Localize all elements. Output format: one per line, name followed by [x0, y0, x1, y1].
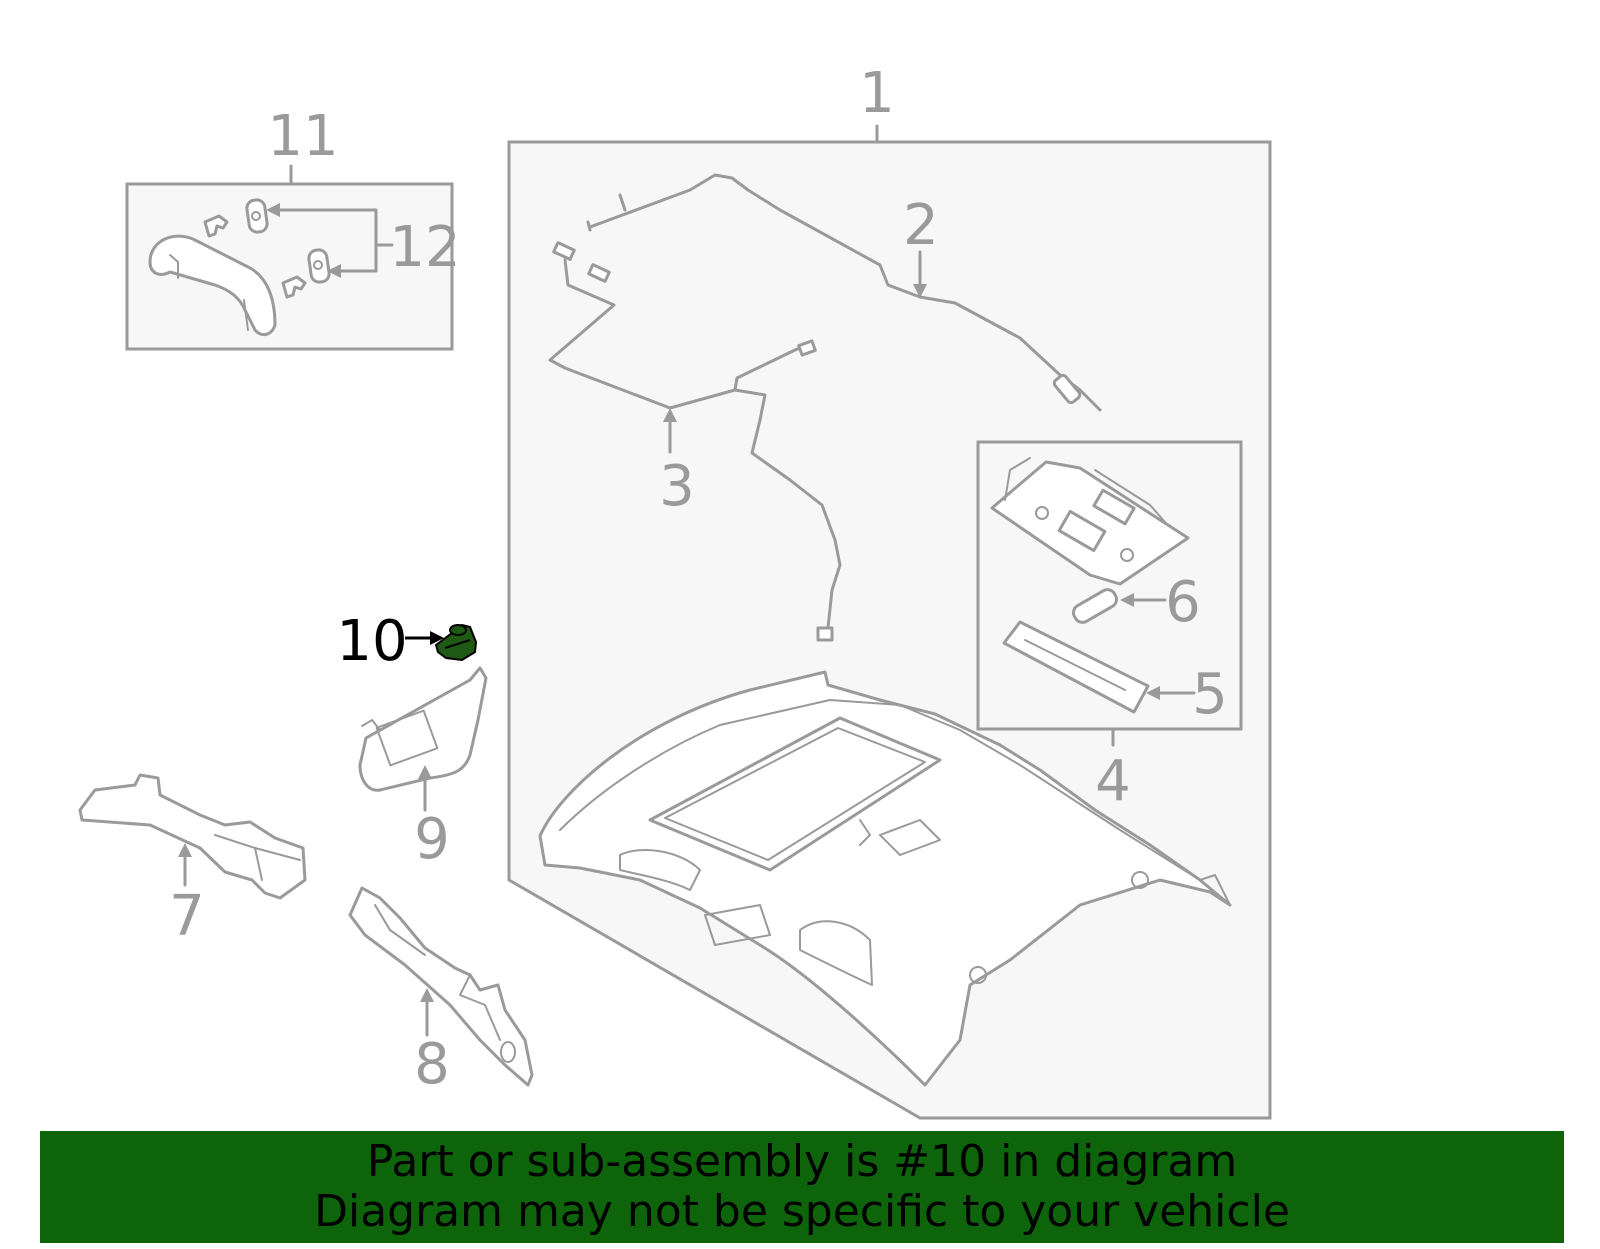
callout-1: 1 [859, 61, 895, 126]
callout-12: 12 [389, 215, 460, 280]
banner-line-2: Diagram may not be specific to your vehi… [314, 1186, 1290, 1237]
callout-6: 6 [1165, 570, 1201, 635]
grab-handle-box [125, 164, 454, 351]
callout-9: 9 [414, 807, 450, 872]
roof-wire-harness [586, 173, 1102, 412]
pillar-trim-8 [348, 886, 534, 1087]
callout-2: 2 [903, 193, 939, 258]
banner-line-1: Part or sub-assembly is #10 in diagram [366, 1136, 1238, 1187]
callout-4: 4 [1095, 749, 1131, 814]
dome-wire-harness [548, 241, 842, 642]
callout-11: 11 [267, 104, 338, 169]
pillar-trim-7 [78, 773, 307, 900]
callout-3: 3 [659, 454, 695, 519]
part-10-clip [405, 623, 478, 662]
callout-7: 7 [169, 884, 205, 949]
callout-10: 10 [336, 609, 407, 674]
callout-5: 5 [1192, 662, 1228, 727]
headliner [538, 670, 1232, 1087]
part-info-banner: Part or sub-assembly is #10 in diagram D… [40, 1131, 1564, 1243]
callout-8: 8 [414, 1032, 450, 1097]
sun-visor [358, 666, 488, 812]
dome-lamp-box [976, 440, 1243, 747]
